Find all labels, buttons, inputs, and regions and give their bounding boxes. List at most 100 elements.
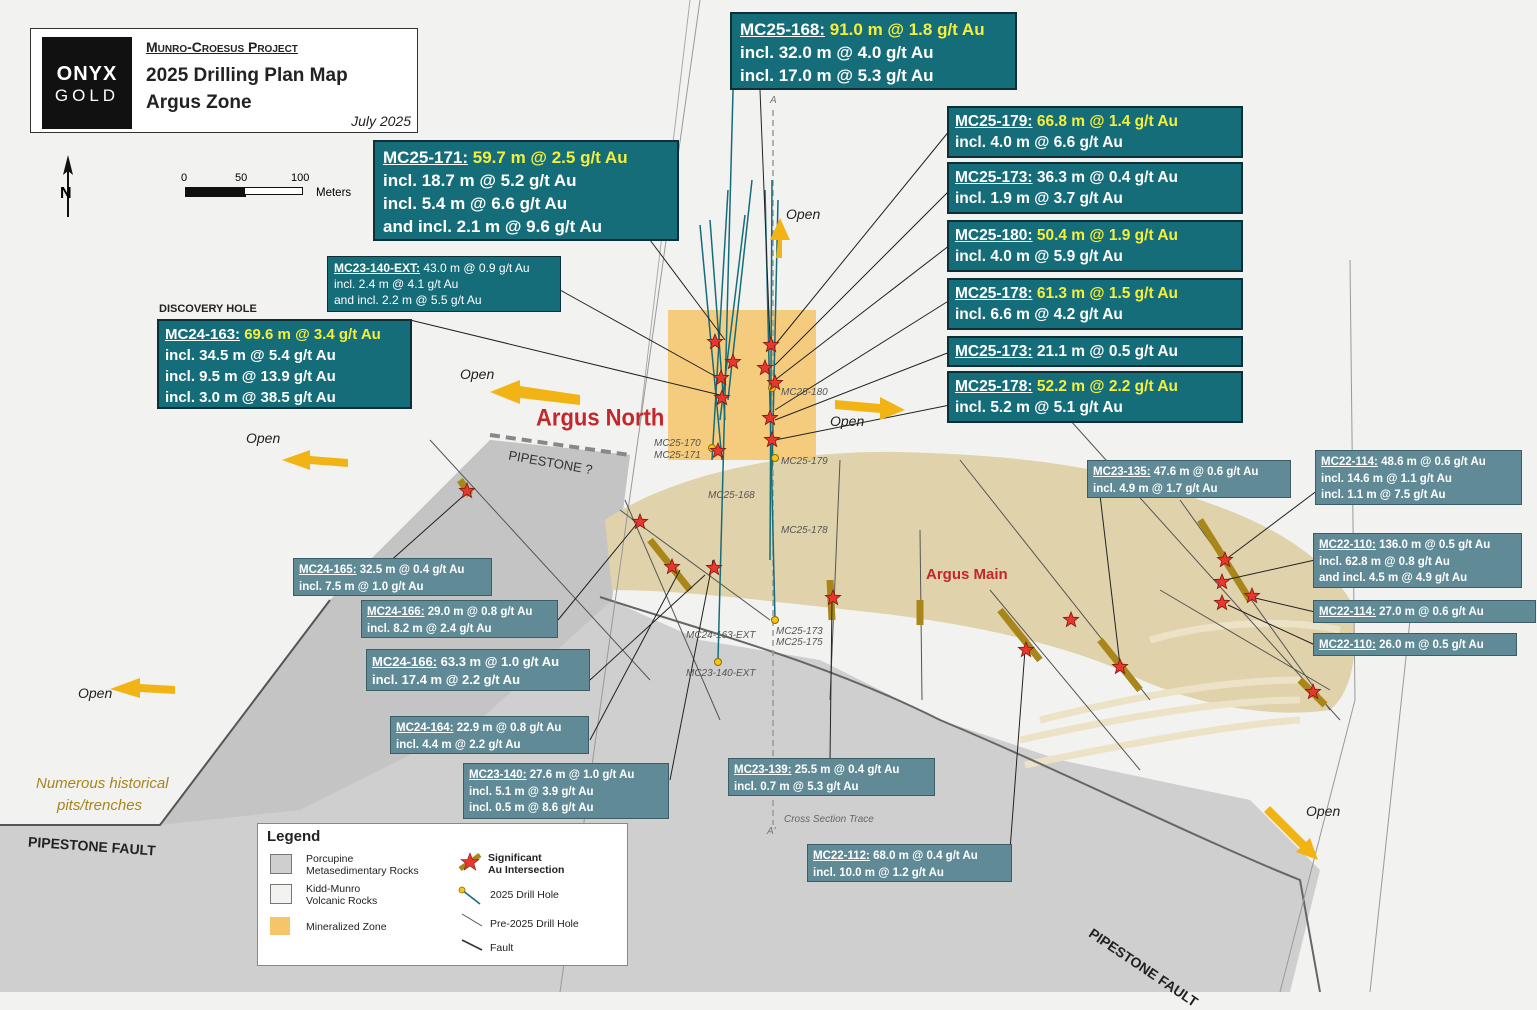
historical-pits-label-2: pits/trenches xyxy=(57,797,143,814)
legend-swatch-kidd xyxy=(270,884,292,904)
callout-mc24-165: MC24-165: 32.5 m @ 0.4 g/t Au incl. 7.5 … xyxy=(293,558,492,596)
callout-mc24-164: MC24-164: 22.9 m @ 0.8 g/t Au incl. 4.4 … xyxy=(390,716,589,754)
au-intersection-star-icon xyxy=(756,358,774,376)
hole-label: MC25-178 xyxy=(781,525,828,536)
au-intersection-star-icon xyxy=(712,368,730,386)
callout-mc25-173-a: MC25-173: 36.3 m @ 0.4 g/t Au incl. 1.9 … xyxy=(947,162,1243,214)
argus-main-zone xyxy=(605,451,1355,713)
scale-unit: Meters xyxy=(316,187,352,199)
open-label: Open xyxy=(246,430,281,446)
au-intersection-star-icon xyxy=(762,335,780,353)
callout-mc25-171: MC25-171: 59.7 m @ 2.5 g/t Au incl. 18.7… xyxy=(373,140,679,241)
fault-line xyxy=(489,433,631,457)
legend-porcupine-1: Porcupine xyxy=(306,853,354,865)
callout-mc22-112: MC22-112: 68.0 m @ 0.4 g/t Au incl. 10.0… xyxy=(807,844,1012,882)
au-intersection-star-icon xyxy=(761,408,779,426)
open-label: Open xyxy=(830,413,865,429)
mineral-bands xyxy=(1019,619,1341,769)
legend-fault-icon xyxy=(460,937,484,956)
legend-significant-2: Au Intersection xyxy=(488,864,565,876)
callout-mc24-163: MC24-163: 69.6 m @ 3.4 g/t Au incl. 34.5… xyxy=(157,319,412,409)
fault-line xyxy=(1369,619,1411,992)
au-intersection-star-icon xyxy=(663,557,681,575)
callout-mc25-180: MC25-180: 50.4 m @ 1.9 g/t Au incl. 4.0 … xyxy=(947,220,1243,272)
legend-swatch-porcupine xyxy=(270,854,292,874)
legend-porcupine-2: Metasedimentary Rocks xyxy=(306,865,419,877)
map-date: July 2025 xyxy=(351,113,411,129)
hole-label: MC25-170 xyxy=(654,438,701,449)
project-name: Munro-Croesus Project xyxy=(146,39,298,55)
hole-label: MC23-140-EXT xyxy=(686,668,756,679)
legend-pre2025: Pre-2025 Drill Hole xyxy=(490,918,579,930)
callout-mc25-168: MC25-168: 91.0 m @ 1.8 g/t Au incl. 32.0… xyxy=(730,12,1017,90)
callout-mc23-135: MC23-135: 47.6 m @ 0.6 g/t Au incl. 4.9 … xyxy=(1087,460,1291,498)
callout-mc23-139: MC23-139: 25.5 m @ 0.4 g/t Au incl. 0.7 … xyxy=(728,758,935,796)
hole-label: MC25-175 xyxy=(776,637,823,648)
scale-tick-0: 0 xyxy=(181,172,188,184)
scale-tick-100: 100 xyxy=(291,172,310,184)
callout-mc22-110-a: MC22-110: 136.0 m @ 0.5 g/t Au incl. 62.… xyxy=(1313,533,1522,588)
fault-line xyxy=(1279,259,1356,992)
hole-label: MC25-168 xyxy=(708,490,755,501)
open-label: Open xyxy=(1306,803,1341,819)
callout-mc22-110-b: MC22-110: 26.0 m @ 0.5 g/t Au xyxy=(1313,633,1517,656)
legend-significant-1: Significant xyxy=(488,852,542,864)
north-arrow-icon xyxy=(62,155,74,220)
legend-kidd-2: Volcanic Rocks xyxy=(306,895,378,907)
au-intersection-star-icon xyxy=(1243,586,1261,604)
callout-mc24-166-a: MC24-166: 29.0 m @ 0.8 g/t Au incl. 8.2 … xyxy=(361,600,558,638)
au-intersection-star-icon xyxy=(706,332,724,350)
callout-mc22-114-a: MC22-114: 48.6 m @ 0.6 g/t Au incl. 14.6… xyxy=(1315,450,1522,505)
callout-mc23-140-ext: MC23-140-EXT: 43.0 m @ 0.9 g/t Au incl. … xyxy=(327,256,561,312)
legend-title: Legend xyxy=(267,828,321,845)
open-arrows xyxy=(110,218,1318,860)
hole-label: MC25-173 xyxy=(776,626,823,637)
callout-mc25-173-b: MC25-173: 21.1 m @ 0.5 g/t Au xyxy=(947,336,1243,367)
au-intersection-star-icon xyxy=(766,373,784,391)
argus-north-label: Argus North xyxy=(536,403,665,431)
pipestone-fault xyxy=(599,596,1321,992)
map-title: 2025 Drilling Plan Map xyxy=(146,65,348,86)
legend-drill2025-icon xyxy=(458,886,484,909)
hole-label: MC25-171 xyxy=(654,450,701,461)
callout-mc25-178-b: MC25-178: 52.2 m @ 2.2 g/t Au incl. 5.2 … xyxy=(947,371,1243,423)
legend-mineralized: Mineralized Zone xyxy=(306,921,387,933)
cross-section-label: Cross Section Trace xyxy=(784,814,874,825)
au-intersection-star-icon xyxy=(1111,657,1129,675)
map-subtitle: Argus Zone xyxy=(146,92,252,113)
scale-tick-50: 50 xyxy=(235,172,248,184)
leader-lines xyxy=(359,89,1319,851)
onyx-gold-logo: ONYX GOLD xyxy=(42,37,132,129)
legend-pre2025-icon xyxy=(460,912,484,931)
au-intersection-star-icon xyxy=(705,558,723,576)
title-block: ONYX GOLD Munro-Croesus Project 2025 Dri… xyxy=(30,28,418,133)
au-intersection-star-icon xyxy=(631,512,649,530)
callout-mc22-114-b: MC22-114: 27.0 m @ 0.6 g/t Au xyxy=(1313,600,1536,623)
callout-mc23-140: MC23-140: 27.6 m @ 1.0 g/t Au incl. 5.1 … xyxy=(463,763,669,819)
au-intersection-star-icon xyxy=(709,441,727,459)
open-label: Open xyxy=(786,206,821,222)
open-label: Open xyxy=(78,685,113,701)
au-intersection-star-icon xyxy=(458,481,476,499)
legend-drill2025: 2025 Drill Hole xyxy=(490,889,559,901)
hole-label: MC25-180 xyxy=(781,387,828,398)
open-label: Open xyxy=(460,366,495,382)
legend-swatch-mineralized xyxy=(270,917,290,935)
legend-star-icon xyxy=(458,852,482,875)
fault-line xyxy=(0,599,331,826)
significant-au-stars xyxy=(458,332,1322,700)
legend-kidd-1: Kidd-Munro xyxy=(306,883,361,895)
callout-mc25-178-a: MC25-178: 61.3 m @ 1.5 g/t Au incl. 6.6 … xyxy=(947,278,1243,330)
discovery-hole-label: DISCOVERY HOLE xyxy=(159,303,257,315)
callout-mc25-179: MC25-179: 66.8 m @ 1.4 g/t Au incl. 4.0 … xyxy=(947,106,1243,158)
au-intersection-star-icon xyxy=(824,588,842,606)
north-label: N xyxy=(60,185,72,202)
section-a-prime-label: A' xyxy=(767,826,776,837)
callout-mc24-166-b: MC24-166: 63.3 m @ 1.0 g/t Au incl. 17.4… xyxy=(366,649,590,691)
legend-fault: Fault xyxy=(490,942,514,954)
argus-north-zone xyxy=(668,310,816,460)
section-a-label: A xyxy=(770,95,777,106)
au-intersection-star-icon xyxy=(1213,572,1231,590)
au-intersection-star-icon xyxy=(763,430,781,448)
